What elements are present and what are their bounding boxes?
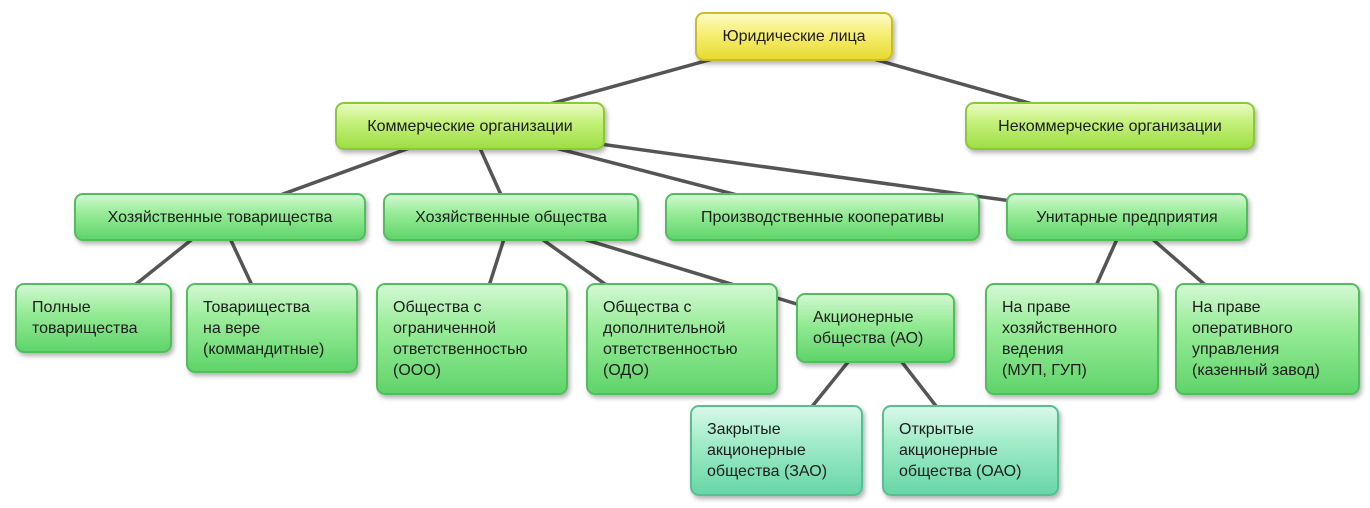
node-open-joint-stock-oao: Открытые акционерные общества (ОАО) xyxy=(882,405,1059,496)
node-production-cooperatives: Производственные кооперативы xyxy=(665,193,980,241)
node-operative-management: На праве оперативного управления (казенн… xyxy=(1175,283,1360,395)
node-additional-liability-odo: Общества с дополнительной ответственност… xyxy=(586,283,778,395)
node-full-partnerships: Полные товарищества xyxy=(15,283,172,353)
node-limited-partnerships: Товарищества на вере (коммандитные) xyxy=(186,283,358,373)
node-business-partnerships: Хозяйственные товарищества xyxy=(74,193,366,241)
node-legal-entities: Юридические лица xyxy=(695,12,893,61)
node-business-societies: Хозяйственные общества xyxy=(383,193,639,241)
node-commercial-organizations: Коммерческие организации xyxy=(335,102,605,150)
node-closed-joint-stock-zao: Закрытые акционерные общества (ЗАО) xyxy=(690,405,863,496)
node-noncommercial-organizations: Некоммерческие организации xyxy=(965,102,1255,150)
node-unitary-enterprises: Унитарные предприятия xyxy=(1006,193,1248,241)
node-economic-management: На праве хозяйственного ведения (МУП, ГУ… xyxy=(985,283,1159,395)
node-llc-ooo: Общества с ограниченной ответственностью… xyxy=(376,283,568,395)
node-joint-stock-ao: Акционерные общества (АО) xyxy=(796,293,955,363)
